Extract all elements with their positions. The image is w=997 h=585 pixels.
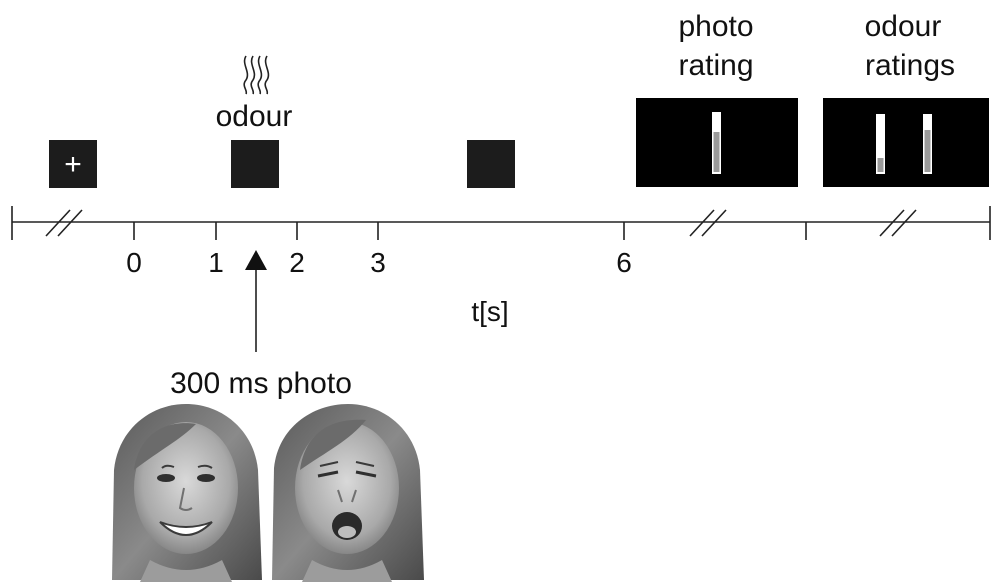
axis-break-icon	[879, 209, 917, 237]
axis-break-icon	[689, 209, 727, 237]
odour-ratings-screen	[823, 98, 989, 187]
fixation-cross-screen: +	[49, 140, 97, 188]
tick-label-3: 3	[370, 247, 386, 278]
tick-label-0: 0	[126, 247, 142, 278]
tick-label-2: 2	[289, 247, 305, 278]
tick-label-6: 6	[616, 247, 632, 278]
happy-face-photo	[112, 404, 262, 582]
blank-screen	[467, 140, 515, 188]
odour-ratings-label-line2: ratings	[865, 49, 955, 82]
odour-wavy-lines-icon	[243, 55, 270, 95]
photo-rating-label-line1: photo	[678, 10, 753, 43]
photo-rating-scale-bar	[712, 112, 721, 174]
timeline-axis	[11, 206, 991, 240]
odour-rating-scale-bar-2	[923, 114, 932, 174]
axis-label: t[s]	[471, 296, 508, 327]
photo-onset-up-arrow-icon	[245, 250, 267, 352]
odour-rating-scale-bar-1	[876, 114, 885, 174]
photo-caption: 300 ms photo	[170, 367, 352, 400]
odour-stimulus-screen	[231, 140, 279, 188]
odour-label: odour	[216, 100, 293, 133]
photo-rating-label-line2: rating	[678, 49, 753, 82]
disgust-face-photo	[272, 404, 424, 582]
odour-ratings-label-line1: odour	[865, 10, 942, 43]
photo-rating-screen	[636, 98, 798, 187]
fixation-cross-symbol: +	[64, 148, 82, 181]
axis-break-icon	[45, 209, 83, 237]
tick-label-1: 1	[208, 247, 224, 278]
